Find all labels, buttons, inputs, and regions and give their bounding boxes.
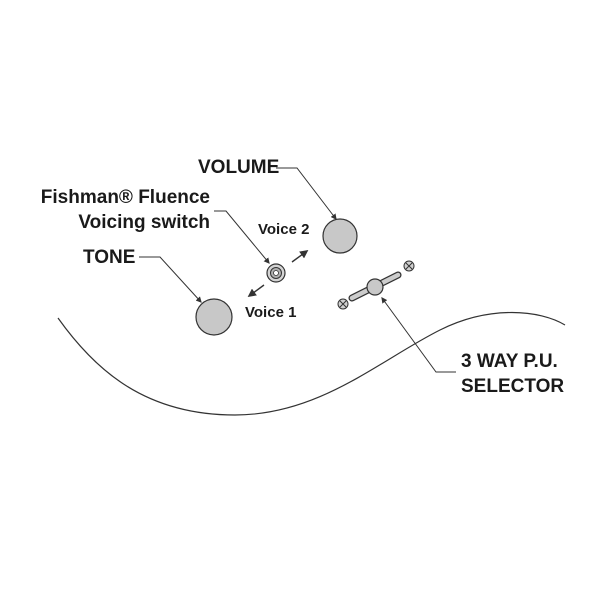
pickup-selector-switch (348, 271, 402, 302)
tone-leader-line (139, 256, 202, 303)
body-contour-line (57, 311, 566, 416)
selector-leader-line (381, 297, 456, 373)
voicing-switch-label-line-2: Voicing switch (78, 212, 210, 233)
volume-leader-line (276, 167, 337, 220)
tone-label: TONE (83, 247, 136, 268)
selector-screw-bottom-icon (337, 298, 349, 310)
voicing-switch (266, 263, 286, 283)
switch-leader-line (214, 210, 270, 264)
voice-2-arrow (291, 250, 309, 263)
voicing-switch-label-line-1: Fishman® Fluence (40, 187, 210, 208)
volume-knob (322, 218, 358, 254)
tone-knob (195, 298, 233, 336)
selector-label-line-2: SELECTOR (461, 376, 565, 397)
voice-1-arrow (247, 284, 265, 297)
voice-2-label: Voice 2 (258, 221, 310, 238)
selector-label-line-1: 3 WAY P.U. (461, 351, 558, 372)
selector-screw-top-icon (403, 260, 415, 272)
volume-label: VOLUME (198, 157, 280, 178)
voice-1-label: Voice 1 (245, 304, 297, 321)
